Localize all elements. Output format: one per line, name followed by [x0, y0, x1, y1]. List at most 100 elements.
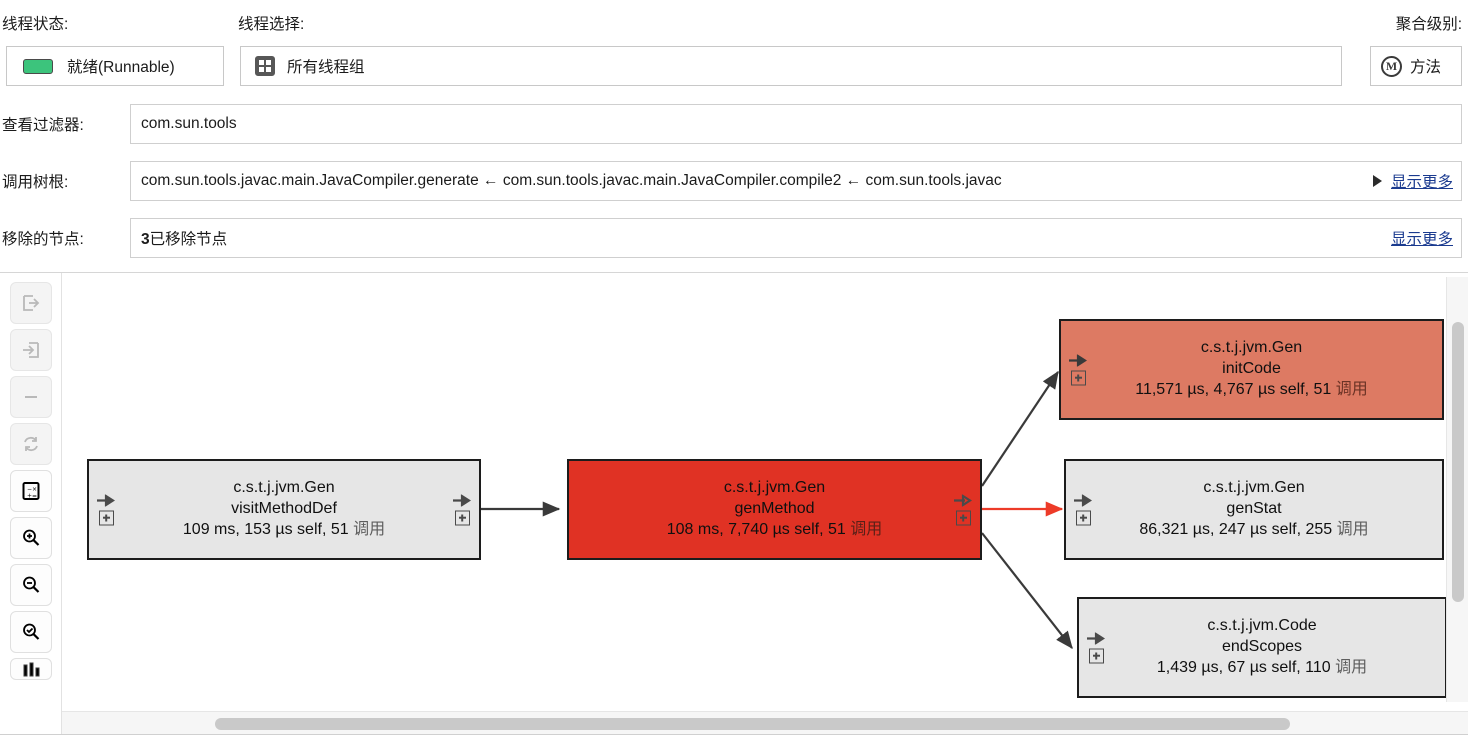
expand-plus-icon[interactable] — [955, 510, 971, 525]
arrow-right-icon — [97, 494, 115, 506]
status-swatch-icon — [23, 58, 53, 74]
arrow-right-icon — [453, 494, 471, 506]
node-class-name: c.s.t.j.jvm.Gen — [233, 479, 335, 497]
graph-node-initCode[interactable]: c.s.t.j.jvm.Gen initCode 11,571 µs, 4,76… — [1059, 319, 1444, 420]
calculator-icon: −× += — [22, 482, 40, 500]
call-tree-root-field[interactable]: com.sun.tools.javac.main.JavaCompiler.ge… — [130, 161, 1462, 201]
chevron-right-icon[interactable] — [1372, 175, 1382, 187]
bar-chart-icon — [23, 662, 40, 677]
graph-node-genMethod[interactable]: c.s.t.j.jvm.Gen genMethod 108 ms, 7,740 … — [567, 459, 982, 560]
node-left-badges — [1069, 354, 1087, 385]
call-tree-root-show-more-link[interactable]: 显示更多 — [1390, 174, 1453, 191]
node-calls-word: 调用 — [1335, 380, 1368, 398]
collapse-button[interactable] — [10, 376, 52, 418]
node-method-name: genMethod — [734, 500, 815, 518]
arrow-right-icon — [1069, 354, 1087, 366]
node-stats: 108 ms, 7,740 µs self, 51 调用 — [667, 520, 883, 541]
expand-plus-icon[interactable] — [98, 510, 114, 525]
node-stats: 1,439 µs, 67 µs self, 110 调用 — [1157, 658, 1367, 679]
call-tree-root-value: com.sun.tools.javac.main.JavaCompiler.ge… — [141, 172, 1002, 189]
thread-selection-label: 线程选择: — [238, 16, 305, 33]
svg-text:−×: −× — [27, 486, 37, 493]
aggregation-level-selector[interactable]: M 方法 — [1370, 46, 1462, 86]
node-calls-word: 调用 — [1335, 658, 1368, 676]
graph-node-genStat[interactable]: c.s.t.j.jvm.Gen genStat 86,321 µs, 247 µ… — [1064, 459, 1444, 560]
graph-canvas: c.s.t.j.jvm.Gen visitMethodDef 109 ms, 1… — [62, 273, 1468, 735]
step-out-button[interactable] — [10, 282, 52, 324]
zoom-out-button[interactable] — [10, 564, 52, 606]
node-method-name: visitMethodDef — [231, 500, 337, 518]
graph-edges — [481, 370, 1073, 650]
vertical-scrollbar[interactable] — [1446, 277, 1468, 702]
node-calls-word: 调用 — [1336, 520, 1369, 538]
graph-node-endScopes[interactable]: c.s.t.j.jvm.Code endScopes 1,439 µs, 67 … — [1077, 597, 1447, 698]
node-stats-text: 11,571 µs, 4,767 µs self, 51 — [1135, 380, 1332, 398]
magnifier-minus-icon — [23, 576, 40, 593]
call-graph-panel: −× += — [0, 272, 1468, 735]
node-stats-text: 109 ms, 153 µs self, 51 — [182, 520, 349, 538]
removed-nodes-field[interactable]: 3已移除节点 显示更多 — [130, 218, 1462, 258]
histogram-button[interactable] — [10, 658, 52, 680]
node-calls-word: 调用 — [850, 520, 883, 538]
step-into-button[interactable] — [10, 329, 52, 371]
node-stats-text: 86,321 µs, 247 µs self, 255 — [1139, 520, 1333, 538]
thread-state-label: 线程状态: — [2, 16, 69, 33]
node-class-name: c.s.t.j.jvm.Gen — [723, 479, 826, 497]
node-right-badges — [954, 494, 972, 525]
thread-selection-value: 所有线程组 — [287, 59, 365, 76]
node-stats: 109 ms, 153 µs self, 51 调用 — [183, 520, 385, 541]
expand-plus-icon[interactable] — [454, 510, 470, 525]
refresh-cycle-icon — [24, 436, 38, 452]
removed-nodes-label: 移除的节点: — [2, 231, 84, 248]
expand-plus-icon[interactable] — [1088, 648, 1104, 663]
view-filter-value: com.sun.tools — [141, 115, 237, 132]
edge-genMethod-initCode — [981, 370, 1059, 487]
node-stats-text: 108 ms, 7,740 µs self, 51 — [666, 520, 846, 538]
view-filter-label: 查看过滤器: — [2, 117, 84, 134]
method-circle-icon: M — [1381, 55, 1402, 77]
thread-selection-selector[interactable]: 所有线程组 — [240, 46, 1342, 86]
node-method-name: endScopes — [1221, 638, 1303, 656]
expand-plus-icon[interactable] — [1075, 510, 1091, 525]
edge-genMethod-endScopes — [981, 532, 1073, 650]
horizontal-scrollbar-thumb[interactable] — [215, 718, 1290, 730]
removed-nodes-value: 3已移除节点 — [141, 227, 1391, 249]
view-filter-input[interactable]: com.sun.tools — [130, 104, 1462, 144]
node-stats: 11,571 µs, 4,767 µs self, 51 调用 — [1135, 380, 1368, 401]
magnifier-check-icon — [23, 623, 40, 640]
arrow-right-icon — [1074, 494, 1092, 506]
node-stats-text: 1,439 µs, 67 µs self, 110 — [1156, 658, 1331, 676]
aggregation-level-value: 方法 — [1410, 59, 1442, 76]
refresh-button[interactable] — [10, 423, 52, 465]
zoom-in-button[interactable] — [10, 517, 52, 559]
horizontal-scrollbar[interactable] — [62, 711, 1468, 735]
thread-state-value: 就绪(Runnable) — [67, 59, 175, 76]
graph-toolbar: −× += — [0, 273, 62, 735]
expand-plus-icon[interactable] — [1070, 370, 1086, 385]
magnifier-plus-icon — [23, 529, 40, 546]
svg-text:+=: += — [27, 493, 37, 500]
graph-node-visitMethodDef[interactable]: c.s.t.j.jvm.Gen visitMethodDef 109 ms, 1… — [87, 459, 481, 560]
arrow-out-of-box-icon — [23, 295, 40, 311]
removed-nodes-show-more-link[interactable]: 显示更多 — [1390, 231, 1453, 248]
zoom-fit-button[interactable] — [10, 611, 52, 653]
aggregation-level-label: 聚合级别: — [1395, 16, 1462, 33]
arrow-into-box-icon — [23, 342, 39, 358]
graph-canvas-scroll-area[interactable]: c.s.t.j.jvm.Gen visitMethodDef 109 ms, 1… — [62, 273, 1468, 735]
thread-state-selector[interactable]: 就绪(Runnable) — [6, 46, 224, 86]
node-left-badges — [1087, 632, 1105, 663]
minus-icon — [25, 396, 37, 398]
node-right-badges — [453, 494, 471, 525]
node-left-badges — [1074, 494, 1092, 525]
node-method-name: genStat — [1226, 500, 1282, 518]
vertical-scrollbar-thumb[interactable] — [1452, 322, 1464, 602]
arrow-right-icon — [954, 494, 972, 506]
node-class-name: c.s.t.j.jvm.Gen — [1203, 479, 1305, 497]
calculator-button[interactable]: −× += — [10, 470, 52, 512]
node-left-badges — [97, 494, 115, 525]
node-calls-word: 调用 — [353, 520, 386, 538]
thread-group-icon — [255, 56, 275, 76]
node-class-name: c.s.t.j.jvm.Code — [1207, 617, 1317, 635]
node-stats: 86,321 µs, 247 µs self, 255 调用 — [1139, 520, 1368, 541]
